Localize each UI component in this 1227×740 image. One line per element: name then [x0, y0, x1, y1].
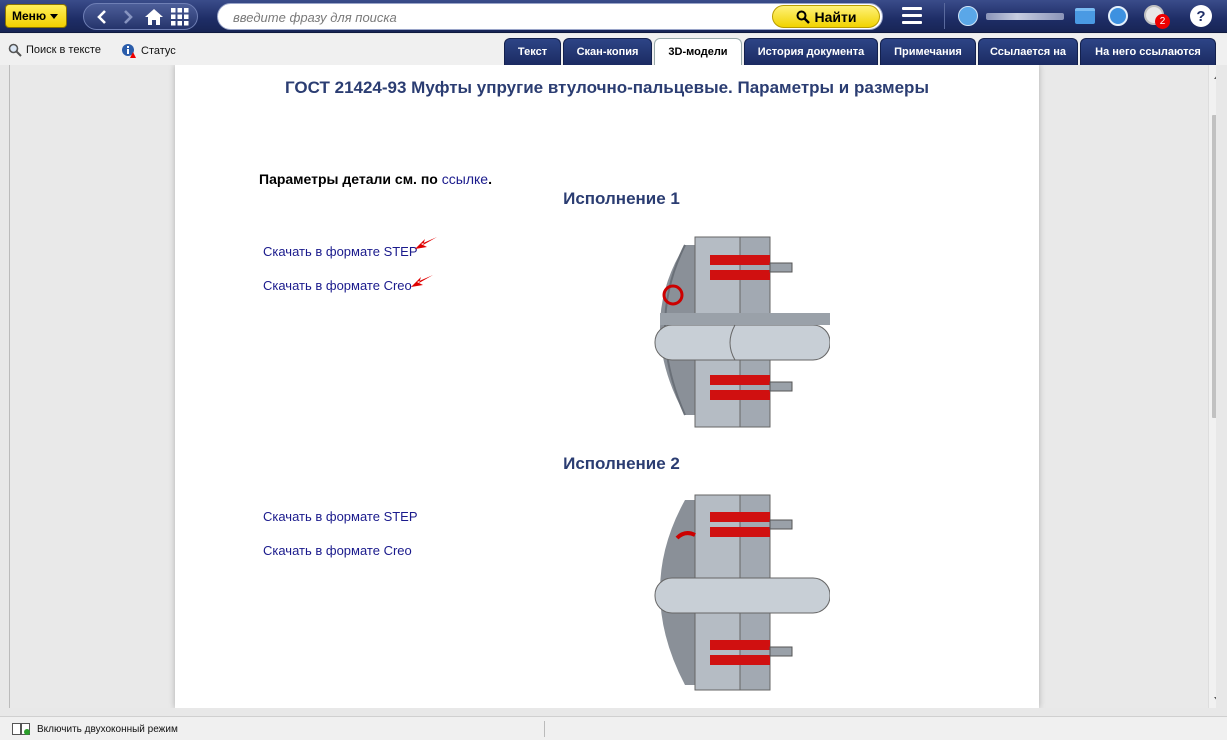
- tab-notes[interactable]: Примечания: [880, 38, 976, 65]
- red-arrow-icon: [415, 237, 437, 249]
- tab-scan-copy[interactable]: Скан-копия: [563, 38, 652, 65]
- download-creo-link-1[interactable]: Скачать в формате Creo: [263, 278, 412, 293]
- document-title: ГОСТ 21424-93 Муфты упругие втулочно-пал…: [285, 78, 929, 97]
- status-button[interactable]: Статус: [121, 43, 176, 59]
- top-toolbar: Меню Найти 2 ?: [0, 0, 1227, 33]
- info-icon: [122, 44, 136, 58]
- document-viewport: ГОСТ 21424-93 Муфты упругие втулочно-пал…: [9, 65, 1216, 708]
- coupling-model-image-2: [654, 494, 830, 691]
- section-title-2: Исполнение 2: [563, 454, 680, 473]
- params-suffix: .: [488, 171, 492, 187]
- params-link[interactable]: ссылке: [441, 171, 489, 187]
- red-arrow-icon: [411, 275, 433, 287]
- dual-window-toggle[interactable]: Включить двухоконный режим: [12, 723, 178, 735]
- params-note: Параметры детали см. по ссылке.: [259, 171, 492, 187]
- menu-button[interactable]: Меню: [5, 4, 67, 28]
- search-in-text-button[interactable]: Поиск в тексте: [8, 43, 101, 57]
- coupling-model-image-1: [654, 236, 830, 428]
- user-name-redacted[interactable]: [986, 13, 1064, 20]
- secondary-toolbar: Поиск в тексте Статус Текст Скан-копия 3…: [0, 34, 1227, 65]
- download-step-link-1[interactable]: Скачать в формате STEP: [263, 244, 418, 259]
- find-button[interactable]: Найти: [772, 5, 880, 28]
- document-page: ГОСТ 21424-93 Муфты упругие втулочно-пал…: [175, 65, 1039, 708]
- section-title-1: Исполнение 1: [563, 189, 680, 208]
- vertical-scrollbar[interactable]: [1208, 65, 1216, 708]
- dual-window-icon: [12, 723, 30, 735]
- alert-count-badge: 2: [1155, 14, 1170, 29]
- tab-document-history[interactable]: История документа: [744, 38, 878, 65]
- tab-refers-to[interactable]: Ссылается на: [978, 38, 1078, 65]
- download-creo-link-2[interactable]: Скачать в формате Creo: [263, 543, 412, 558]
- status-label: Статус: [141, 45, 176, 57]
- scroll-thumb[interactable]: [1212, 115, 1216, 418]
- clock-icon[interactable]: [1108, 6, 1128, 26]
- scroll-down-icon[interactable]: [1214, 697, 1216, 702]
- dual-window-label: Включить двухоконный режим: [37, 723, 178, 735]
- home-icon[interactable]: [144, 7, 164, 27]
- search-icon: [796, 10, 810, 24]
- folder-icon[interactable]: [1075, 8, 1095, 24]
- scroll-up-icon[interactable]: [1214, 74, 1216, 79]
- find-label: Найти: [814, 8, 857, 25]
- params-prefix: Параметры детали см. по: [259, 171, 442, 187]
- forward-icon[interactable]: [118, 7, 138, 27]
- user-icon[interactable]: [958, 6, 978, 26]
- back-icon[interactable]: [92, 7, 112, 27]
- download-step-link-2[interactable]: Скачать в формате STEP: [263, 509, 418, 524]
- help-icon[interactable]: ?: [1190, 5, 1212, 27]
- hamburger-icon[interactable]: [902, 7, 922, 25]
- tab-3d-models[interactable]: 3D-модели: [654, 38, 742, 65]
- divider: [544, 721, 545, 737]
- nav-group: [83, 3, 198, 30]
- grid-icon[interactable]: [170, 7, 190, 27]
- tab-text[interactable]: Текст: [504, 38, 561, 65]
- tab-referred-by[interactable]: На него ссылаются: [1080, 38, 1216, 65]
- search-in-text-label: Поиск в тексте: [26, 44, 101, 56]
- divider: [944, 3, 945, 29]
- search-input[interactable]: [233, 7, 753, 27]
- chevron-down-icon: [50, 13, 59, 19]
- status-bar: Включить двухоконный режим: [0, 716, 1227, 740]
- menu-label: Меню: [12, 9, 47, 23]
- magnifier-icon: [8, 43, 22, 57]
